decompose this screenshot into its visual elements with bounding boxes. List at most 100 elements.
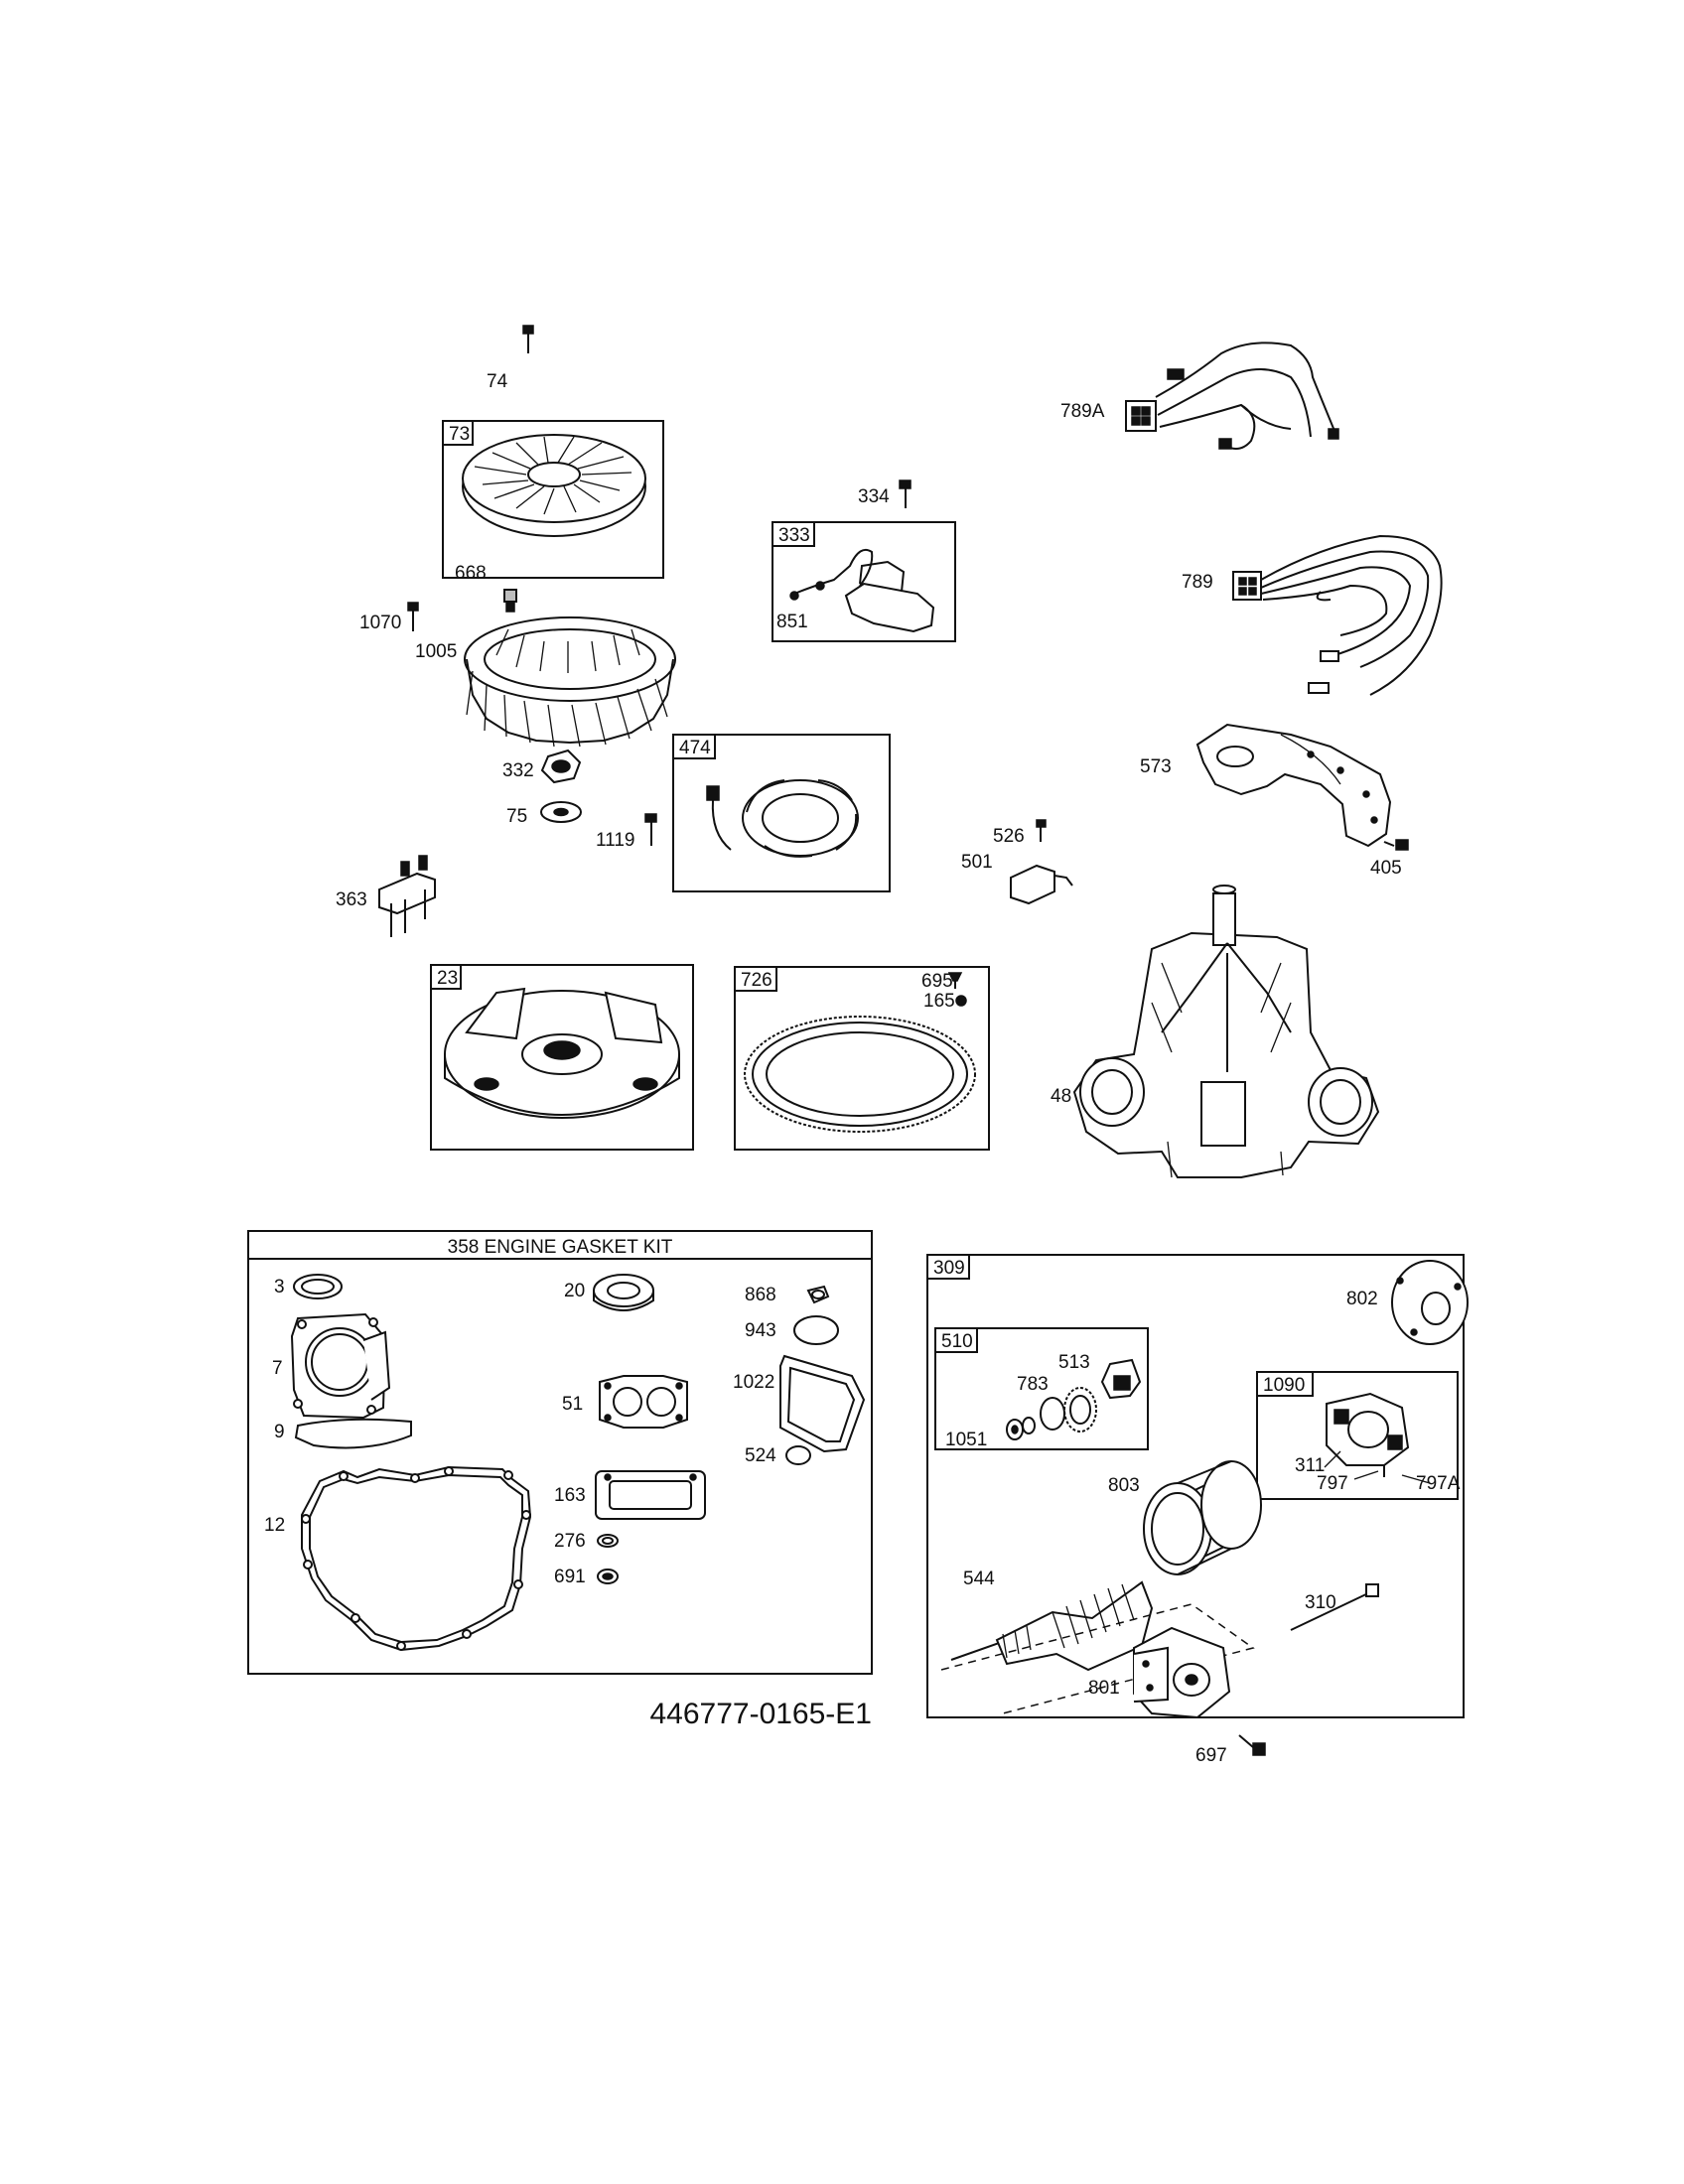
label-73: 73	[449, 424, 470, 445]
bolt-310-icon	[1290, 1583, 1379, 1631]
crankcase-gasket-12-icon	[301, 1465, 532, 1652]
screw-405-icon	[1383, 839, 1409, 851]
label-20: 20	[564, 1281, 585, 1301]
tag-73	[442, 420, 474, 446]
label-802: 802	[1346, 1289, 1378, 1309]
screw-1119-icon	[644, 813, 657, 846]
label-7: 7	[272, 1358, 283, 1379]
label-868: 868	[745, 1285, 776, 1305]
label-691: 691	[554, 1567, 586, 1587]
label-697: 697	[1195, 1745, 1227, 1766]
screw-695-icon	[947, 972, 963, 989]
gasket-9-icon	[294, 1418, 412, 1449]
wire-harness-789-icon	[1232, 534, 1443, 696]
screw-668-icon	[503, 589, 517, 613]
regulator-501-icon	[1010, 864, 1073, 905]
end-cap-802-icon	[1391, 1260, 1469, 1345]
end-cap-801-icon	[1133, 1626, 1231, 1719]
tag-1090	[1256, 1371, 1314, 1397]
screw-334-icon	[899, 479, 912, 508]
box-474	[672, 734, 891, 892]
label-333: 333	[778, 525, 810, 546]
nut-332-icon	[540, 749, 582, 784]
ring-gear-icon	[744, 1016, 976, 1133]
washer-1051-icon	[1006, 1417, 1036, 1440]
label-1119: 1119	[596, 830, 634, 851]
armature-544-icon	[950, 1580, 1154, 1672]
box-73	[442, 420, 664, 579]
label-1022: 1022	[733, 1372, 774, 1393]
head-gasket-7-icon	[290, 1312, 391, 1420]
leader-311	[1324, 1450, 1341, 1468]
label-789: 789	[1182, 572, 1213, 593]
label-75: 75	[506, 806, 527, 827]
screw-526-icon	[1036, 819, 1047, 842]
label-801: 801	[1088, 1678, 1120, 1699]
label-524: 524	[745, 1445, 776, 1466]
alignment-guide	[940, 1603, 1255, 1714]
label-573: 573	[1140, 756, 1172, 777]
label-851: 851	[776, 612, 808, 632]
flywheel-fan-icon	[464, 616, 676, 748]
label-310: 310	[1305, 1592, 1336, 1613]
label-1051: 1051	[945, 1430, 987, 1450]
label-309: 309	[933, 1258, 965, 1279]
box-333	[772, 521, 956, 642]
o-ring-943-icon	[793, 1315, 839, 1345]
gasket-1022-icon	[779, 1354, 866, 1453]
bracket-363-icon	[378, 855, 436, 937]
label-12: 12	[264, 1515, 285, 1536]
label-943: 943	[745, 1320, 776, 1341]
tag-474	[672, 734, 716, 759]
pinion-gear-783-icon	[1040, 1387, 1097, 1433]
alternator-stator-icon	[706, 779, 859, 858]
tag-510	[934, 1327, 978, 1353]
label-726: 726	[741, 970, 772, 991]
starter-housing-803-icon	[1143, 1460, 1262, 1575]
o-ring-524-icon	[785, 1445, 811, 1465]
label-544: 544	[963, 1569, 995, 1589]
label-513: 513	[1058, 1352, 1090, 1373]
gasket-163-icon	[595, 1470, 706, 1520]
label-789A: 789A	[1060, 401, 1105, 422]
screw-697-icon	[1238, 1734, 1266, 1756]
tag-23	[430, 964, 462, 990]
gasket-kit-title: 358 ENGINE GASKET KIT	[448, 1237, 673, 1258]
box-726	[734, 966, 990, 1151]
label-1005: 1005	[415, 641, 457, 662]
shroud-573-icon	[1195, 723, 1392, 848]
seal-276-icon	[597, 1534, 619, 1548]
label-23: 23	[437, 968, 458, 989]
label-9: 9	[274, 1422, 285, 1442]
seal-3-icon	[293, 1274, 343, 1299]
label-797A: 797A	[1416, 1473, 1461, 1494]
oil-seal-20-icon	[593, 1274, 654, 1311]
label-695: 695	[921, 971, 953, 992]
label-526: 526	[993, 826, 1025, 847]
label-311: 311	[1295, 1455, 1325, 1476]
gasket-51-icon	[599, 1375, 688, 1429]
label-3: 3	[274, 1277, 285, 1297]
label-797: 797	[1317, 1473, 1348, 1494]
diagram-number: 446777-0165-E1	[649, 1698, 872, 1730]
label-51: 51	[562, 1394, 583, 1415]
label-510: 510	[941, 1331, 973, 1352]
label-163: 163	[554, 1485, 586, 1506]
tag-333	[772, 521, 815, 547]
drive-513-icon	[1100, 1358, 1142, 1400]
rotating-screen-icon	[462, 434, 646, 537]
seal-868-icon	[806, 1285, 830, 1304]
wire-harness-789a-icon	[1125, 341, 1339, 450]
leader-797a	[1401, 1474, 1431, 1484]
label-363: 363	[336, 889, 367, 910]
leader-797	[1353, 1470, 1379, 1480]
box-23	[430, 964, 694, 1151]
label-668: 668	[455, 563, 487, 584]
flywheel-icon	[444, 987, 680, 1119]
box-510	[934, 1327, 1149, 1450]
label-501: 501	[961, 852, 993, 873]
seal-691-icon	[597, 1569, 619, 1584]
label-474: 474	[679, 738, 711, 758]
label-165: 165	[923, 991, 955, 1012]
